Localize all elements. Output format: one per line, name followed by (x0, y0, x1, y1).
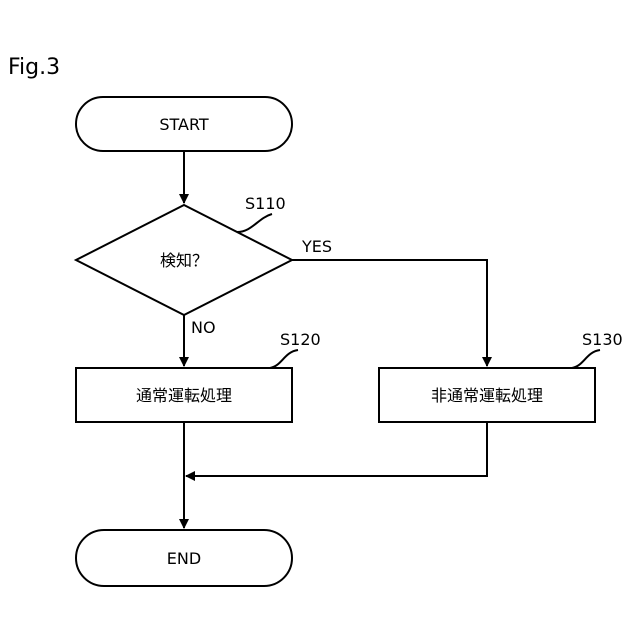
edge-label-no: NO (191, 318, 216, 337)
abnormal-process-box: 非通常運転処理 (379, 368, 595, 422)
start-terminal: START (76, 97, 292, 151)
leader-s110 (237, 214, 272, 232)
end-label: END (167, 549, 201, 568)
normal-process-box: 通常運転処理 (76, 368, 292, 422)
leader-s120 (270, 350, 298, 368)
step-label-s110: S110 (245, 194, 286, 213)
step-label-s130: S130 (582, 330, 623, 349)
edge-abnormal-merge (186, 422, 487, 476)
abnormal-process-label: 非通常運転処理 (431, 386, 543, 405)
start-label: START (159, 115, 209, 134)
leader-s130 (572, 350, 600, 368)
normal-process-label: 通常運転処理 (136, 386, 232, 405)
decision-label: 検知？ (160, 251, 208, 270)
edge-label-yes: YES (301, 237, 332, 256)
end-terminal: END (76, 530, 292, 586)
edge-yes (292, 260, 487, 366)
step-label-s120: S120 (280, 330, 321, 349)
figure-label: Fig.3 (8, 55, 60, 80)
